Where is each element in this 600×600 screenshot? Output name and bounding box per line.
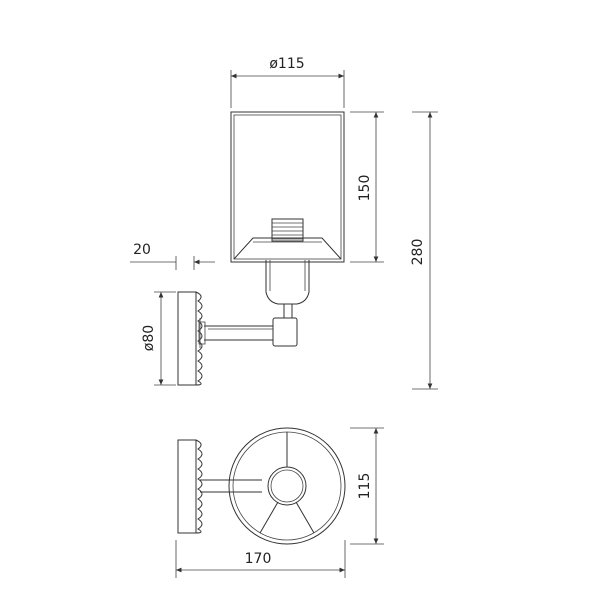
dimension-backplate-offset: 20 xyxy=(130,242,215,270)
wall-arm xyxy=(204,317,298,347)
dimension-total-depth: 170 xyxy=(175,540,346,578)
total-depth-label: 170 xyxy=(245,551,272,567)
shade-top xyxy=(228,427,346,545)
top-view: 115 170 xyxy=(175,427,384,578)
dimension-shade-diameter: ø115 xyxy=(230,56,345,108)
backplate-diameter-label: ø80 xyxy=(141,325,157,351)
dimension-total-height: 280 xyxy=(410,111,438,390)
threaded-socket xyxy=(271,218,304,242)
lamp-shade xyxy=(230,111,345,263)
wall-backplate xyxy=(177,291,206,386)
backplate-offset-label: 20 xyxy=(133,242,151,258)
dimension-shade-height: 150 xyxy=(350,111,384,263)
dimension-backplate-diameter: ø80 xyxy=(141,291,176,386)
shade-diameter-label: ø115 xyxy=(269,56,304,72)
side-view: ø115 150 280 20 ø80 xyxy=(130,56,438,390)
dimension-shade-width: 115 xyxy=(350,427,384,545)
arm-top xyxy=(200,479,262,493)
lamp-holder xyxy=(265,260,310,319)
backplate-top xyxy=(177,439,203,534)
total-height-label: 280 xyxy=(410,239,426,266)
shade-width-label: 115 xyxy=(357,473,373,500)
shade-height-label: 150 xyxy=(357,175,373,202)
